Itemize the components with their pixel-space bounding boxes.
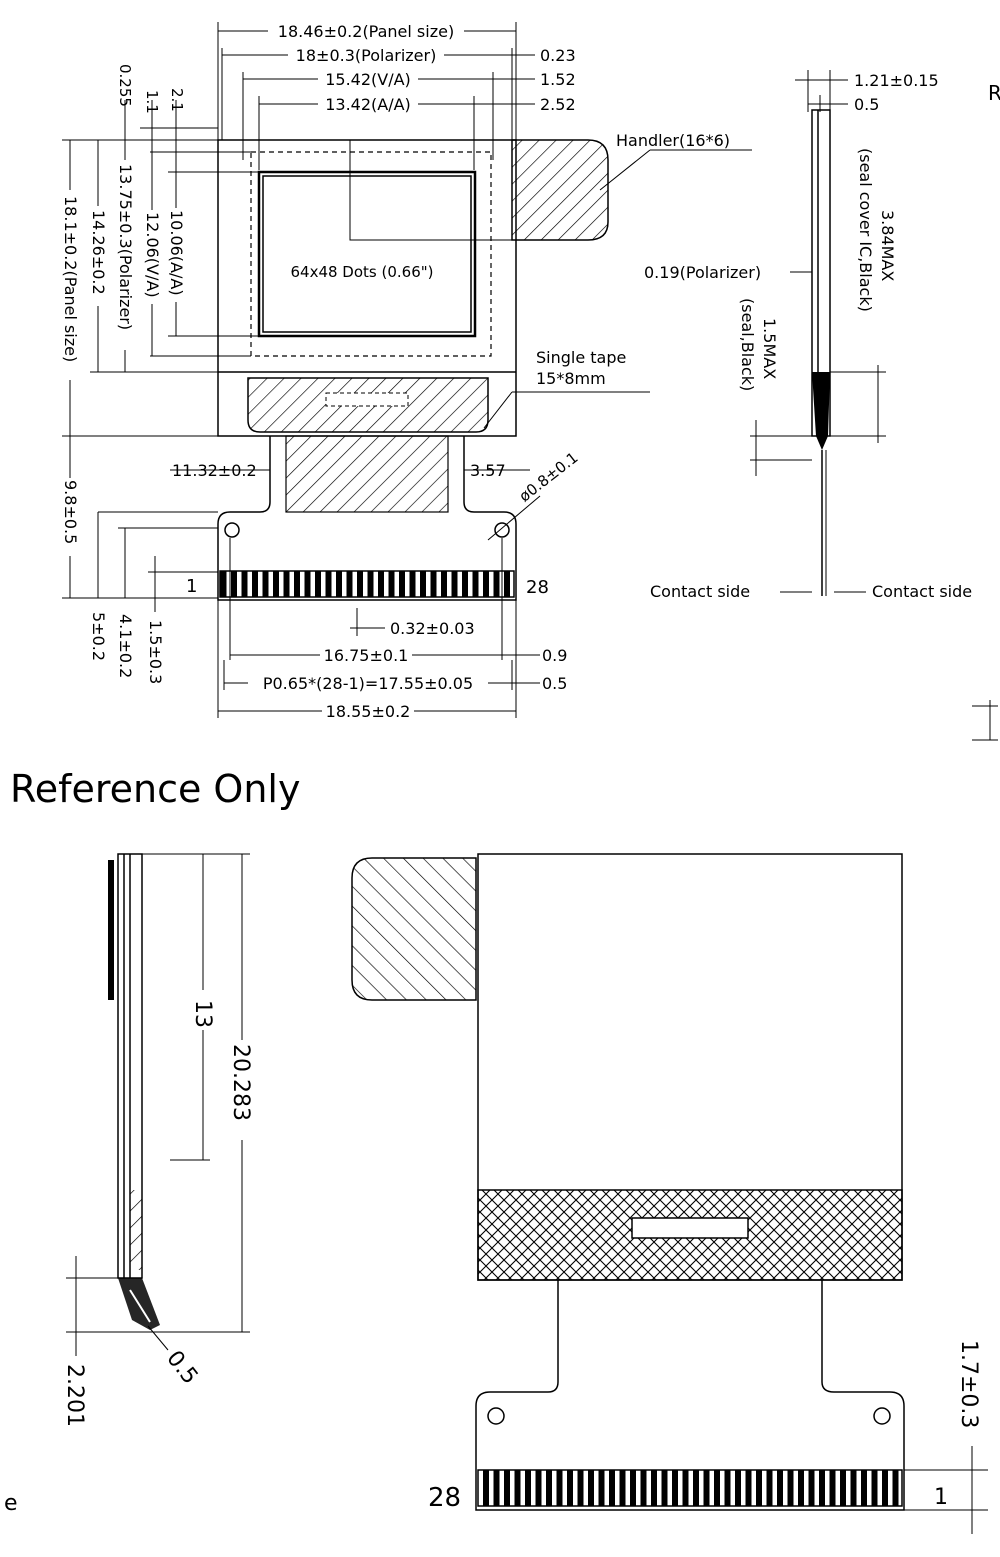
- dim-1-1: 1.1: [143, 90, 161, 114]
- dim-11-32: 11.32±0.2: [172, 461, 257, 480]
- tape-label-1: Single tape: [536, 348, 626, 367]
- dim-side-0-5: 0.5: [854, 95, 879, 114]
- dim-14-26: 14.26±0.2: [89, 210, 108, 295]
- seal-cover-line-1: 3.84MAX: [878, 210, 897, 281]
- pin-28-label: 28: [526, 577, 549, 598]
- ref-dim-13: 13: [190, 1000, 215, 1028]
- contact-side-right: Contact side: [872, 582, 972, 601]
- ref-fpc-outline: [475, 1280, 905, 1511]
- ref-dim-20-283: 20.283: [228, 1044, 253, 1121]
- ref-handler-tab: [351, 857, 477, 1001]
- ref-contact-pins: [477, 1469, 903, 1507]
- ref-dim-2-201: 2.201: [62, 1364, 87, 1427]
- dim-2-52: 2.52: [540, 95, 576, 114]
- ref-hole-left: [487, 1407, 505, 1425]
- ref-hole-right: [873, 1407, 891, 1425]
- active-area-label: 64x48 Dots (0.66"): [290, 263, 433, 281]
- side-view: 1.21±0.15 0.5 0.19(Polarizer) 3.84MAX (s…: [644, 70, 1000, 741]
- dim-fpc-width: 18.55±0.2: [326, 702, 411, 721]
- dim-0-5: 0.5: [542, 674, 567, 693]
- viewing-area-outline: [250, 151, 492, 357]
- dim-5: 5±0.2: [89, 612, 108, 661]
- handler-label: Handler(16*6): [616, 131, 730, 150]
- dim-pin-span: 16.75±0.1: [324, 646, 409, 665]
- dim-polarizer-height: 13.75±0.3(Polarizer): [116, 164, 135, 330]
- contact-side-left: Contact side: [650, 582, 750, 601]
- ref-dim-0-5: 0.5: [161, 1346, 202, 1389]
- dim-panel-height: 18.1±0.2(Panel size): [61, 196, 80, 362]
- dim-hole-diameter: ø0.8±0.1: [516, 449, 582, 506]
- dim-0-9: 0.9: [542, 646, 567, 665]
- dim-9-8: 9.8±0.5: [61, 480, 80, 544]
- reference-side-view: 13 20.283 2.201 0.5 e: [4, 853, 258, 1516]
- ref-pin-28: 28: [428, 1483, 461, 1513]
- tape-label-2: 15*8mm: [536, 369, 606, 388]
- active-area: [257, 170, 477, 338]
- alignment-hole-right: [494, 522, 510, 538]
- dim-1-52: 1.52: [540, 70, 576, 89]
- seal-line-1: 1.5MAX: [760, 318, 779, 379]
- dim-polarizer-width: 18±0.3(Polarizer): [296, 46, 437, 65]
- seal-cover-line-2: (seal cover IC,Black): [856, 148, 875, 312]
- dim-aa-height: 10.06(A/A): [167, 210, 186, 296]
- dim-va-width: 15.42(V/A): [325, 70, 411, 89]
- alignment-hole-left: [224, 522, 240, 538]
- ref-pin-1: 1: [934, 1485, 948, 1510]
- top-view: 18.46±0.2(Panel size) 18±0.3(Polarizer) …: [60, 20, 752, 721]
- ref-edge-letter: e: [4, 1491, 18, 1516]
- dim-4-1: 4.1±0.2: [116, 614, 135, 678]
- dim-1-5: 1.5±0.3: [146, 620, 165, 684]
- dim-pin-width: 0.32±0.03: [390, 619, 475, 638]
- dim-pitch: P0.65*(28-1)=17.55±0.05: [263, 674, 473, 693]
- edge-letter-r: R: [988, 81, 1000, 105]
- dim-0-255: 0.255: [116, 64, 134, 107]
- fpc-outline: [217, 436, 517, 601]
- fpc-contact-pins: [219, 570, 515, 598]
- dim-panel-width: 18.46±0.2(Panel size): [278, 22, 454, 41]
- dim-0-23: 0.23: [540, 46, 576, 65]
- dim-1-21: 1.21±0.15: [854, 71, 939, 90]
- dim-va-height: 12.06(V/A): [143, 212, 162, 298]
- pin-1-label: 1: [186, 576, 197, 597]
- reference-back-view: 28 1 1.7±0.3: [351, 853, 988, 1534]
- ref-dim-1-7: 1.7±0.3: [956, 1340, 981, 1428]
- dim-aa-width: 13.42(A/A): [325, 95, 411, 114]
- dim-3-57: 3.57: [470, 461, 506, 480]
- reference-title: Reference Only: [10, 767, 300, 811]
- dim-2-1: 2.1: [168, 88, 186, 112]
- handler-tab: [511, 139, 609, 241]
- dim-polarizer-thickness: 0.19(Polarizer): [644, 263, 761, 282]
- seal-line-2: (seal,Black): [738, 298, 757, 391]
